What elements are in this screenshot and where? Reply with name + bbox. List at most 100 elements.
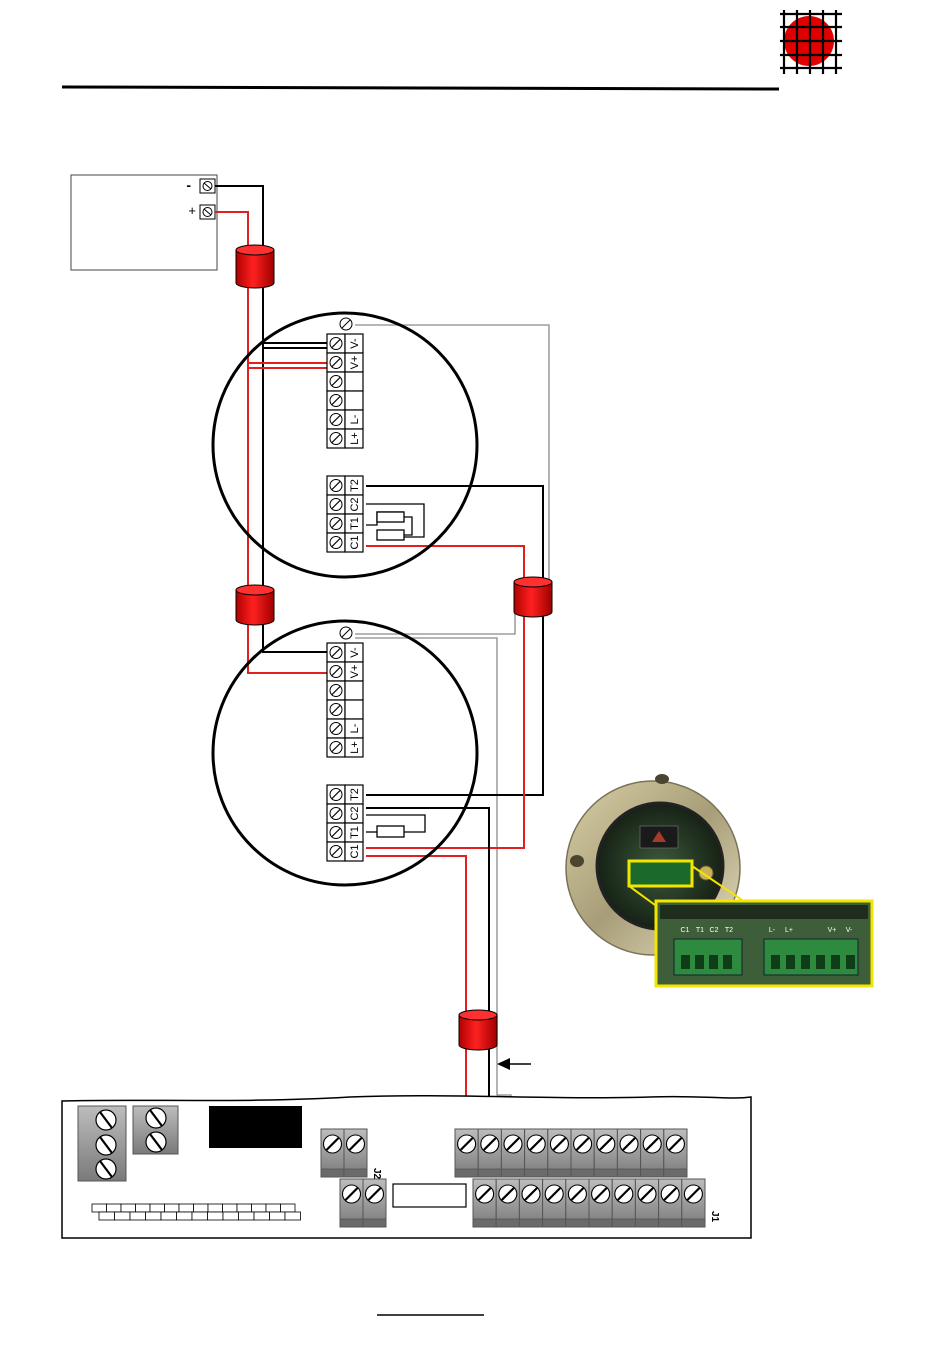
- connector-j1-label: J1: [709, 1211, 720, 1223]
- terminal-label: L-: [349, 723, 361, 733]
- header-pin: [266, 1204, 281, 1212]
- terminal-row: T2: [327, 785, 363, 804]
- screw-icon: [481, 1135, 499, 1153]
- screw-icon: [545, 1185, 563, 1203]
- screw-icon: [330, 357, 342, 369]
- screw-icon: [343, 1185, 361, 1203]
- screw-terminal: [496, 1179, 519, 1227]
- inset-terminal-slot: [709, 955, 718, 969]
- screw-icon: [330, 499, 342, 511]
- controller-board: J2 J1: [62, 1096, 751, 1238]
- inset-terminal-slot: [816, 955, 825, 969]
- header-pin: [179, 1204, 194, 1212]
- terminal-row: L-: [327, 410, 363, 429]
- screw-icon: [661, 1185, 679, 1203]
- header-pin: [150, 1204, 165, 1212]
- screw-icon: [347, 1135, 365, 1153]
- terminal-label: C1: [349, 844, 361, 858]
- screw-icon: [324, 1135, 342, 1153]
- screw-icon: [499, 1185, 517, 1203]
- screw-icon: [330, 414, 342, 426]
- connector-j1-upper: [455, 1129, 687, 1177]
- ferrite-core-icon: [236, 245, 274, 288]
- header-pin: [281, 1204, 296, 1212]
- screw-icon: [643, 1135, 661, 1153]
- terminal-label: L+: [349, 432, 361, 445]
- screw-icon: [620, 1135, 638, 1153]
- wire-c1-controller: [366, 856, 466, 1128]
- screw-terminal: [501, 1129, 524, 1177]
- inset-terminal-slot: [695, 955, 704, 969]
- screw-icon: [550, 1135, 568, 1153]
- header-pin: [146, 1212, 162, 1220]
- terminal-label: V-: [349, 338, 361, 349]
- inset-terminal-label: T2: [725, 927, 733, 934]
- screw-terminal: [340, 1179, 363, 1227]
- screw-icon: [330, 647, 342, 659]
- screw-icon: [330, 685, 342, 697]
- screw-terminal: [589, 1179, 612, 1227]
- screw-terminal: [664, 1129, 687, 1177]
- inset-terminal-label: L+: [785, 927, 793, 934]
- terminal-row: L+: [327, 738, 363, 757]
- inset-terminal-slot: [831, 955, 840, 969]
- screw-icon: [330, 808, 342, 820]
- terminal-row: [327, 372, 363, 391]
- connector-j2-label: J2: [371, 1168, 382, 1180]
- header-pin: [223, 1204, 238, 1212]
- screw-icon: [366, 1185, 384, 1203]
- terminal-label: T1: [349, 826, 361, 839]
- board-pin-header: [92, 1204, 301, 1220]
- screw-terminal: [519, 1179, 542, 1227]
- logo-icon: [780, 10, 842, 74]
- header-pin: [252, 1204, 267, 1212]
- header-pin: [92, 1204, 107, 1212]
- header-pin: [192, 1212, 208, 1220]
- terminal-row: V-: [327, 334, 363, 353]
- screw-terminal: [478, 1129, 501, 1177]
- header-pin: [208, 1212, 224, 1220]
- ground-screw-icon: [340, 627, 352, 639]
- power-minus-label: -: [186, 177, 191, 193]
- wire-shield-sensor2: [355, 605, 515, 634]
- terminal-row: [327, 681, 363, 700]
- inset-terminal-label: L-: [769, 927, 776, 934]
- terminal-label: T1: [349, 517, 361, 530]
- header-pin: [194, 1204, 209, 1212]
- screw-terminal: [612, 1179, 635, 1227]
- terminal-label: L-: [349, 414, 361, 424]
- screw-terminal: [594, 1129, 617, 1177]
- screw-terminal: [525, 1129, 548, 1177]
- ferrite-core-icon: [236, 585, 274, 625]
- terminal-label: V-: [349, 647, 361, 658]
- screw-icon: [615, 1185, 633, 1203]
- terminal-row: L+: [327, 429, 363, 448]
- screw-terminal: [566, 1179, 589, 1227]
- header-pin: [136, 1204, 151, 1212]
- screw-icon: [330, 537, 342, 549]
- header-pin: [99, 1212, 115, 1220]
- terminal-row: T1: [327, 823, 363, 842]
- screw-icon: [330, 395, 342, 407]
- sensor-1-supply-terminal-block: V-V+L-L+: [327, 334, 363, 448]
- sensor-1: V-V+L-L+ T2C2T1C1: [213, 313, 477, 577]
- inset-terminal-label: V-: [846, 927, 853, 934]
- terminal-label: T2: [349, 788, 361, 801]
- screw-icon: [638, 1185, 656, 1203]
- ferrite-core-icon: [459, 1010, 497, 1050]
- inset-terminal-label: T1: [696, 927, 704, 934]
- inset-terminal-slot: [723, 955, 732, 969]
- inset-terminal-slot: [801, 955, 810, 969]
- screw-icon: [504, 1135, 522, 1153]
- screw-terminal: [659, 1179, 682, 1227]
- ferrite-core-icon: [514, 577, 552, 617]
- screw-icon: [330, 518, 342, 530]
- screw-icon: [330, 827, 342, 839]
- terminal-row: V-: [327, 643, 363, 662]
- screw-terminal: [321, 1129, 344, 1177]
- terminal-row: C1: [327, 842, 363, 861]
- screw-icon: [330, 376, 342, 388]
- terminal-row: V+: [327, 662, 363, 681]
- ground-screw-icon: [340, 318, 352, 330]
